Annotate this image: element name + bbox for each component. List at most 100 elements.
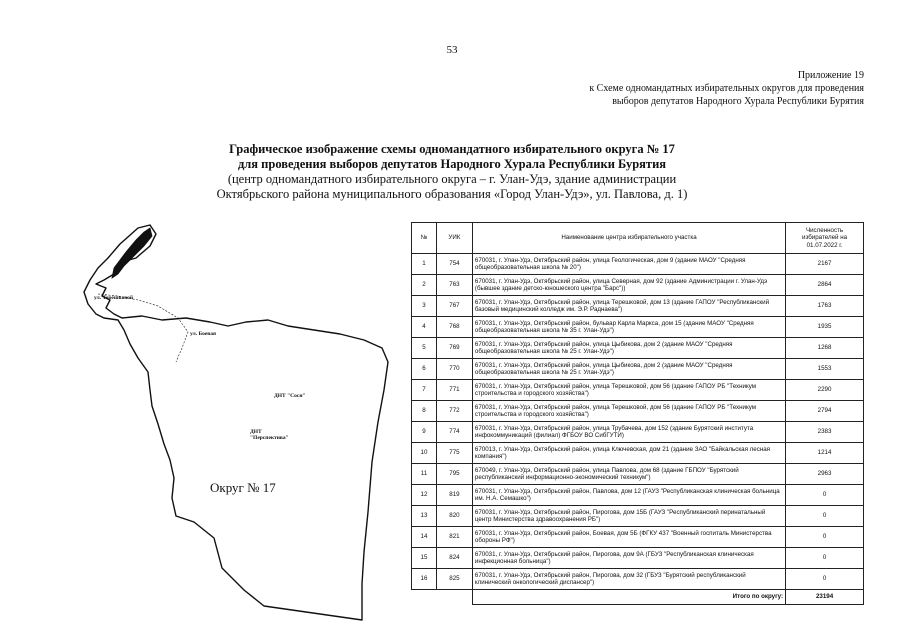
row-num: 8 [411,400,437,422]
row-uik: 772 [435,400,473,422]
inner-road [97,293,189,363]
row-num: 3 [411,295,437,317]
row-voters: 2963 [785,463,864,485]
table-header-row: № УИК Наименование центра избирательного… [411,222,864,254]
row-name: 670031, г. Улан-Удэ, Октябрьский район, … [471,337,787,359]
row-uik: 770 [435,358,473,380]
dnt-perspektiva-line-2: "Перспектива" [250,435,289,441]
row-uik: 824 [435,547,473,569]
row-num: 13 [411,505,437,527]
row-uik: 763 [435,274,473,296]
header-voters-line-2: избирателей на [802,234,848,242]
row-voters: 0 [785,505,864,527]
title-line-1: Графическое изображение схемы одномандат… [229,142,675,156]
page-number: 53 [446,44,458,56]
row-num: 10 [411,442,437,464]
row-voters: 0 [785,568,864,590]
dnt-label-perspektiva: ДНТ "Перспектива" [250,429,289,441]
row-uik: 767 [435,295,473,317]
table-total-row: Итого по округу: 23194 [411,589,864,605]
row-name: 670013, г. Улан-Удэ, Октябрьский район, … [471,442,787,464]
row-voters: 2794 [785,400,864,422]
river-shape [111,227,153,279]
district-map: ул. Терешковой ул. Боевая ДНТ "Сосн" ДНТ… [78,222,398,622]
appendix-line-2: к Схеме одномандатных избирательных окру… [589,83,864,94]
row-voters: 1553 [785,358,864,380]
appendix-line-1: Приложение 19 [797,70,864,81]
row-name: 670031, г. Улан-Удэ, Октябрьский район, … [471,400,787,422]
row-num: 9 [411,421,437,443]
header-name: Наименование центра избирательного участ… [471,222,787,254]
row-num: 15 [411,547,437,569]
header-num: № [411,222,437,254]
row-voters: 2383 [785,421,864,443]
row-name: 670031, г. Улан-Удэ, Октябрьский район, … [471,253,787,275]
row-num: 11 [411,463,437,485]
row-uik: 795 [435,463,473,485]
row-uik: 754 [435,253,473,275]
district-label: Округ № 17 [210,480,276,495]
row-voters: 2167 [785,253,864,275]
row-num: 12 [411,484,437,506]
appendix-line-3: выборов депутатов Народного Хурала Респу… [612,96,864,107]
header-voters-line-1: Численность [805,227,844,235]
row-name: 670031, г. Улан-Удэ, Октябрьский район, … [471,421,787,443]
header-uik: УИК [435,222,473,254]
row-name: 670031, г. Улан-Удэ, Октябрьский район, … [471,295,787,317]
district-map-svg [83,224,389,621]
row-name: 670031, г. Улан-Удэ, Октябрьский район, … [471,505,787,527]
row-num: 5 [411,337,437,359]
row-num: 2 [411,274,437,296]
precinct-table: № УИК Наименование центра избирательного… [411,222,864,605]
row-voters: 2864 [785,274,864,296]
row-name: 670031, г. Улан-Удэ, Октябрьский район, … [471,484,787,506]
row-voters: 2290 [785,379,864,401]
row-num: 7 [411,379,437,401]
total-label: Итого по округу: [471,589,787,605]
row-num: 16 [411,568,437,590]
street-label-tereshkovoy: ул. Терешковой [94,295,134,301]
row-uik: 774 [435,421,473,443]
dnt-perspektiva-line-1: ДНТ [250,429,262,435]
row-num: 1 [411,253,437,275]
document-title: Графическое изображение схемы одномандат… [150,142,754,202]
row-name: 670031, г. Улан-Удэ, Октябрьский район, … [471,568,787,590]
header-voters-line-3: 01.07.2022 г. [806,241,843,249]
dnt-label-sosn: ДНТ "Сосн" [274,393,306,399]
title-line-3: (центр одномандатного избирательного окр… [227,172,677,186]
total-empty-cell [411,589,473,605]
title-line-2: для проведения выборов депутатов Народно… [237,157,667,171]
row-voters: 1214 [785,442,864,464]
row-uik: 775 [435,442,473,464]
row-name: 670049, г. Улан-Удэ, Октябрьский район, … [471,463,787,485]
row-voters: 1268 [785,337,864,359]
row-name: 670031, г. Улан-Удэ, Октябрьский район, … [471,547,787,569]
row-name: 670031, г. Улан-Удэ, Октябрьский район, … [471,316,787,338]
row-voters: 1935 [785,316,864,338]
row-num: 6 [411,358,437,380]
district-boundary [83,224,389,621]
row-uik: 819 [435,484,473,506]
row-uik: 821 [435,526,473,548]
row-name: 670031, г. Улан-Удэ, Октябрьский район, … [471,358,787,380]
row-num: 14 [411,526,437,548]
row-num: 4 [411,316,437,338]
row-uik: 769 [435,337,473,359]
row-uik: 768 [435,316,473,338]
row-uik: 820 [435,505,473,527]
row-voters: 1763 [785,295,864,317]
row-voters: 0 [785,526,864,548]
